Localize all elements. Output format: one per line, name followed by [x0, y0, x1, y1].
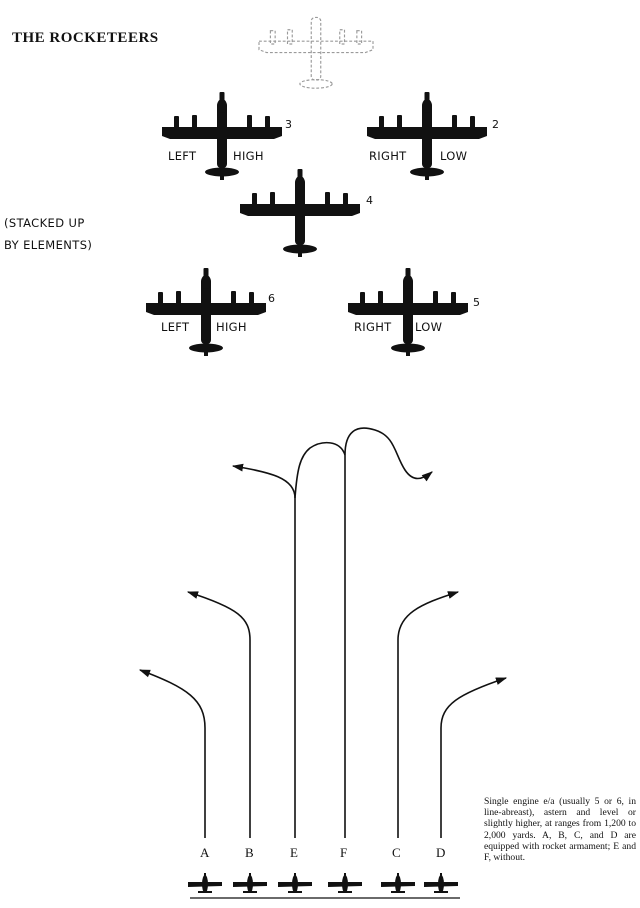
- stacking-note: (STACKED UP BY ELEMENTS): [4, 212, 92, 256]
- bomber-6: [146, 268, 266, 356]
- lane-label-c: C: [392, 845, 401, 860]
- lane-label-b: B: [245, 845, 254, 860]
- bomber-4: [240, 169, 360, 257]
- bomber-number-5: 5: [473, 296, 480, 309]
- attack-caption: Single engine e/a (usually 5 or 6, in li…: [484, 796, 636, 864]
- bomber-3-label-left: LEFT: [168, 149, 197, 163]
- bomber-number-3: 3: [285, 118, 292, 131]
- path-b: [186, 591, 251, 838]
- path-c: [397, 591, 460, 838]
- lane-label-d: D: [436, 845, 445, 860]
- bomber-3: [162, 92, 282, 180]
- bomber-5: [348, 268, 468, 356]
- path-d: [440, 677, 508, 838]
- bomber-2-label-right: RIGHT: [369, 149, 407, 163]
- fighter-b: [233, 873, 267, 893]
- bomber-number-4: 4: [366, 194, 373, 207]
- path-f: [344, 427, 433, 838]
- fighter-e: [278, 873, 312, 893]
- page-title: THE ROCKETEERS: [12, 30, 159, 46]
- stacking-note-line-1: (STACKED UP: [4, 216, 85, 230]
- bomber-3-label-high: HIGH: [233, 149, 264, 163]
- bomber-6-label-high: HIGH: [216, 320, 247, 334]
- bomber-2-label-low: LOW: [440, 149, 467, 163]
- bomber-6-label-left: LEFT: [161, 320, 190, 334]
- stacking-note-line-2: BY ELEMENTS): [4, 238, 93, 252]
- lane-label-e: E: [290, 845, 298, 860]
- lane-label-a: A: [200, 845, 210, 860]
- bomber-5-label-low: LOW: [415, 320, 442, 334]
- lane-label-f: F: [340, 845, 347, 860]
- bomber-number-2: 2: [492, 118, 499, 131]
- bomber-2: [367, 92, 487, 180]
- path-f-split: [294, 441, 346, 499]
- bomber-5-label-right: RIGHT: [354, 320, 392, 334]
- ghost-bomber-outline: [258, 16, 374, 89]
- fighter-d: [424, 873, 458, 893]
- path-a: [138, 669, 206, 838]
- path-e: [231, 463, 296, 838]
- fighter-c: [381, 873, 415, 893]
- bomber-number-6: 6: [268, 292, 275, 305]
- fighter-a: [188, 873, 222, 893]
- fighter-f: [328, 873, 362, 893]
